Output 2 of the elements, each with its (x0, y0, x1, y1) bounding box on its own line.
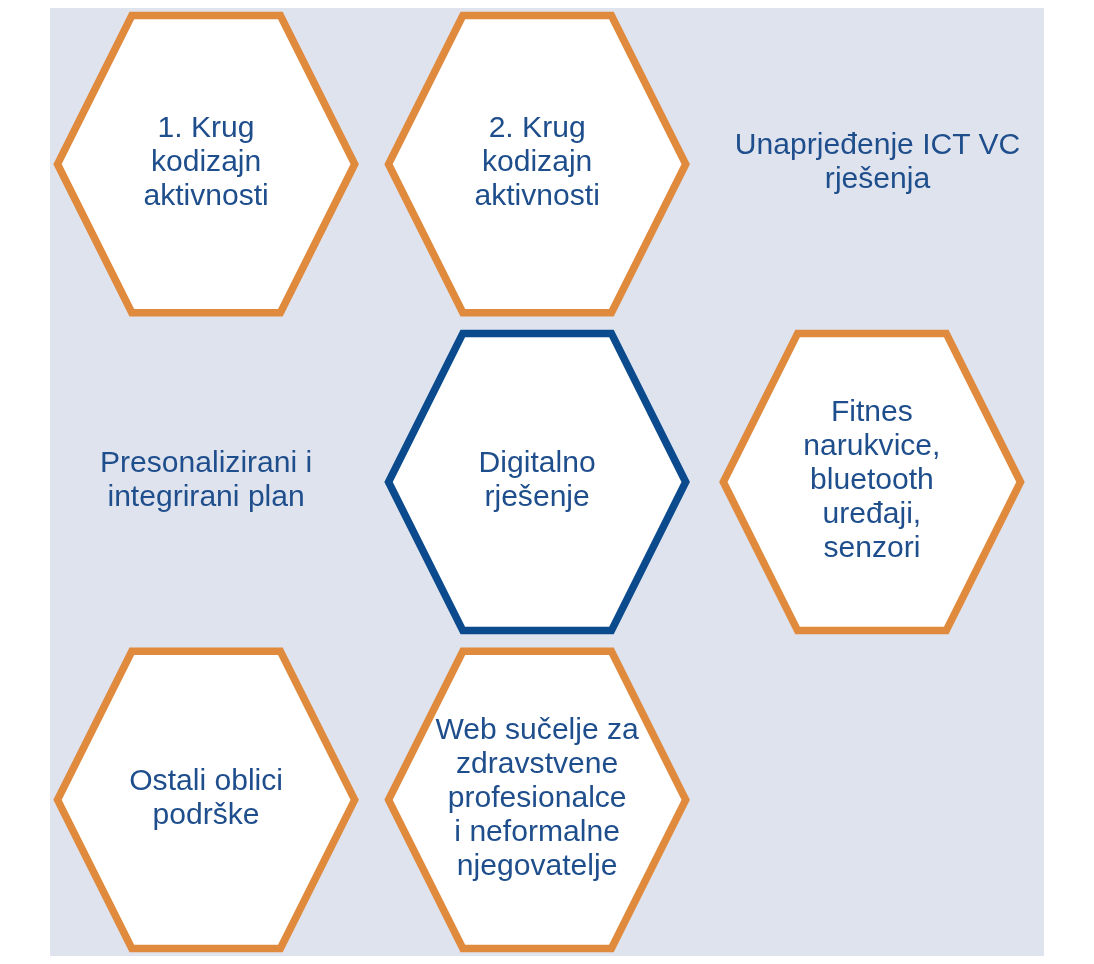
label: Unaprjeđenje ICT VC rješenja (734, 127, 1021, 195)
label: Presonalizirani i integrirani plan (99, 445, 313, 513)
